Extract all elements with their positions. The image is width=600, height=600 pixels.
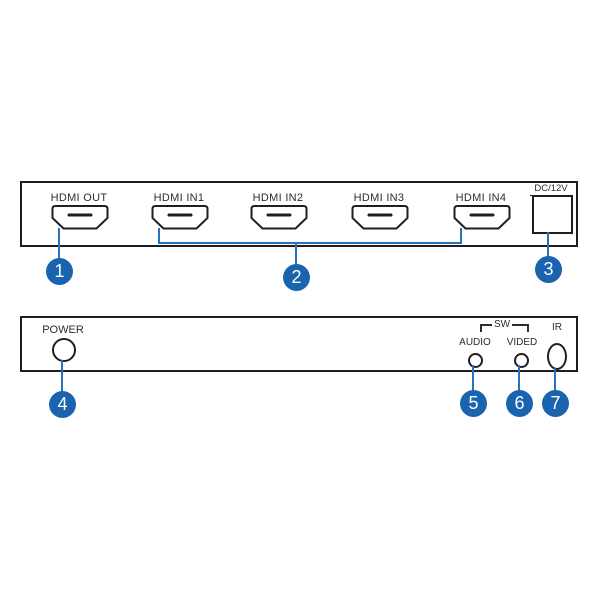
callout-4: 4: [49, 391, 76, 418]
hdmi-in3-label: HDMI IN3: [353, 192, 405, 204]
sw-group-label: SW: [492, 319, 513, 330]
callout-1: 1: [46, 258, 73, 285]
hdmi-connector-icon: [151, 205, 209, 230]
leader-line-2-stub: [295, 244, 297, 265]
hdmi-connector-icon: [453, 205, 511, 230]
video-switch-button: [514, 353, 529, 368]
power-button: [52, 338, 76, 362]
leader-line-2-horizontal: [158, 242, 462, 244]
sw-bracket-left: [480, 324, 498, 332]
leader-line-7: [554, 368, 556, 391]
hdmi-in4-label: HDMI IN4: [455, 192, 507, 204]
ir-receiver: [547, 343, 567, 370]
callout-2: 2: [283, 264, 310, 291]
hdmi-connector-icon: [351, 205, 409, 230]
hdmi-out-label: HDMI OUT: [50, 192, 108, 204]
rear-panel: HDMI OUT HDMI IN1 HDMI IN2 HDMI IN3: [20, 181, 578, 247]
sw-bracket-right: [511, 324, 529, 332]
audio-switch-button: [468, 353, 483, 368]
callout-5: 5: [460, 390, 487, 417]
hdmi-connector-icon: [51, 205, 109, 230]
callout-3: 3: [535, 256, 562, 283]
callout-6: 6: [506, 390, 533, 417]
video-switch-label: VIDED: [506, 337, 538, 348]
leader-line-4: [61, 360, 63, 392]
hdmi-in2-label: HDMI IN2: [252, 192, 304, 204]
leader-line-2-left: [158, 228, 160, 244]
dc-jack: [532, 195, 573, 234]
front-panel: POWER SW AUDIO VIDED IR: [20, 316, 578, 372]
leader-line-1: [58, 228, 60, 258]
power-label: POWER: [42, 324, 84, 336]
leader-line-6: [518, 365, 520, 391]
hdmi-connector-icon: [250, 205, 308, 230]
callout-7: 7: [542, 390, 569, 417]
audio-switch-label: AUDIO: [459, 337, 491, 348]
leader-line-2-right: [460, 228, 462, 244]
hdmi-in1-label: HDMI IN1: [153, 192, 205, 204]
leader-line-5: [472, 365, 474, 391]
ir-label: IR: [552, 322, 562, 333]
leader-line-3: [547, 232, 549, 257]
